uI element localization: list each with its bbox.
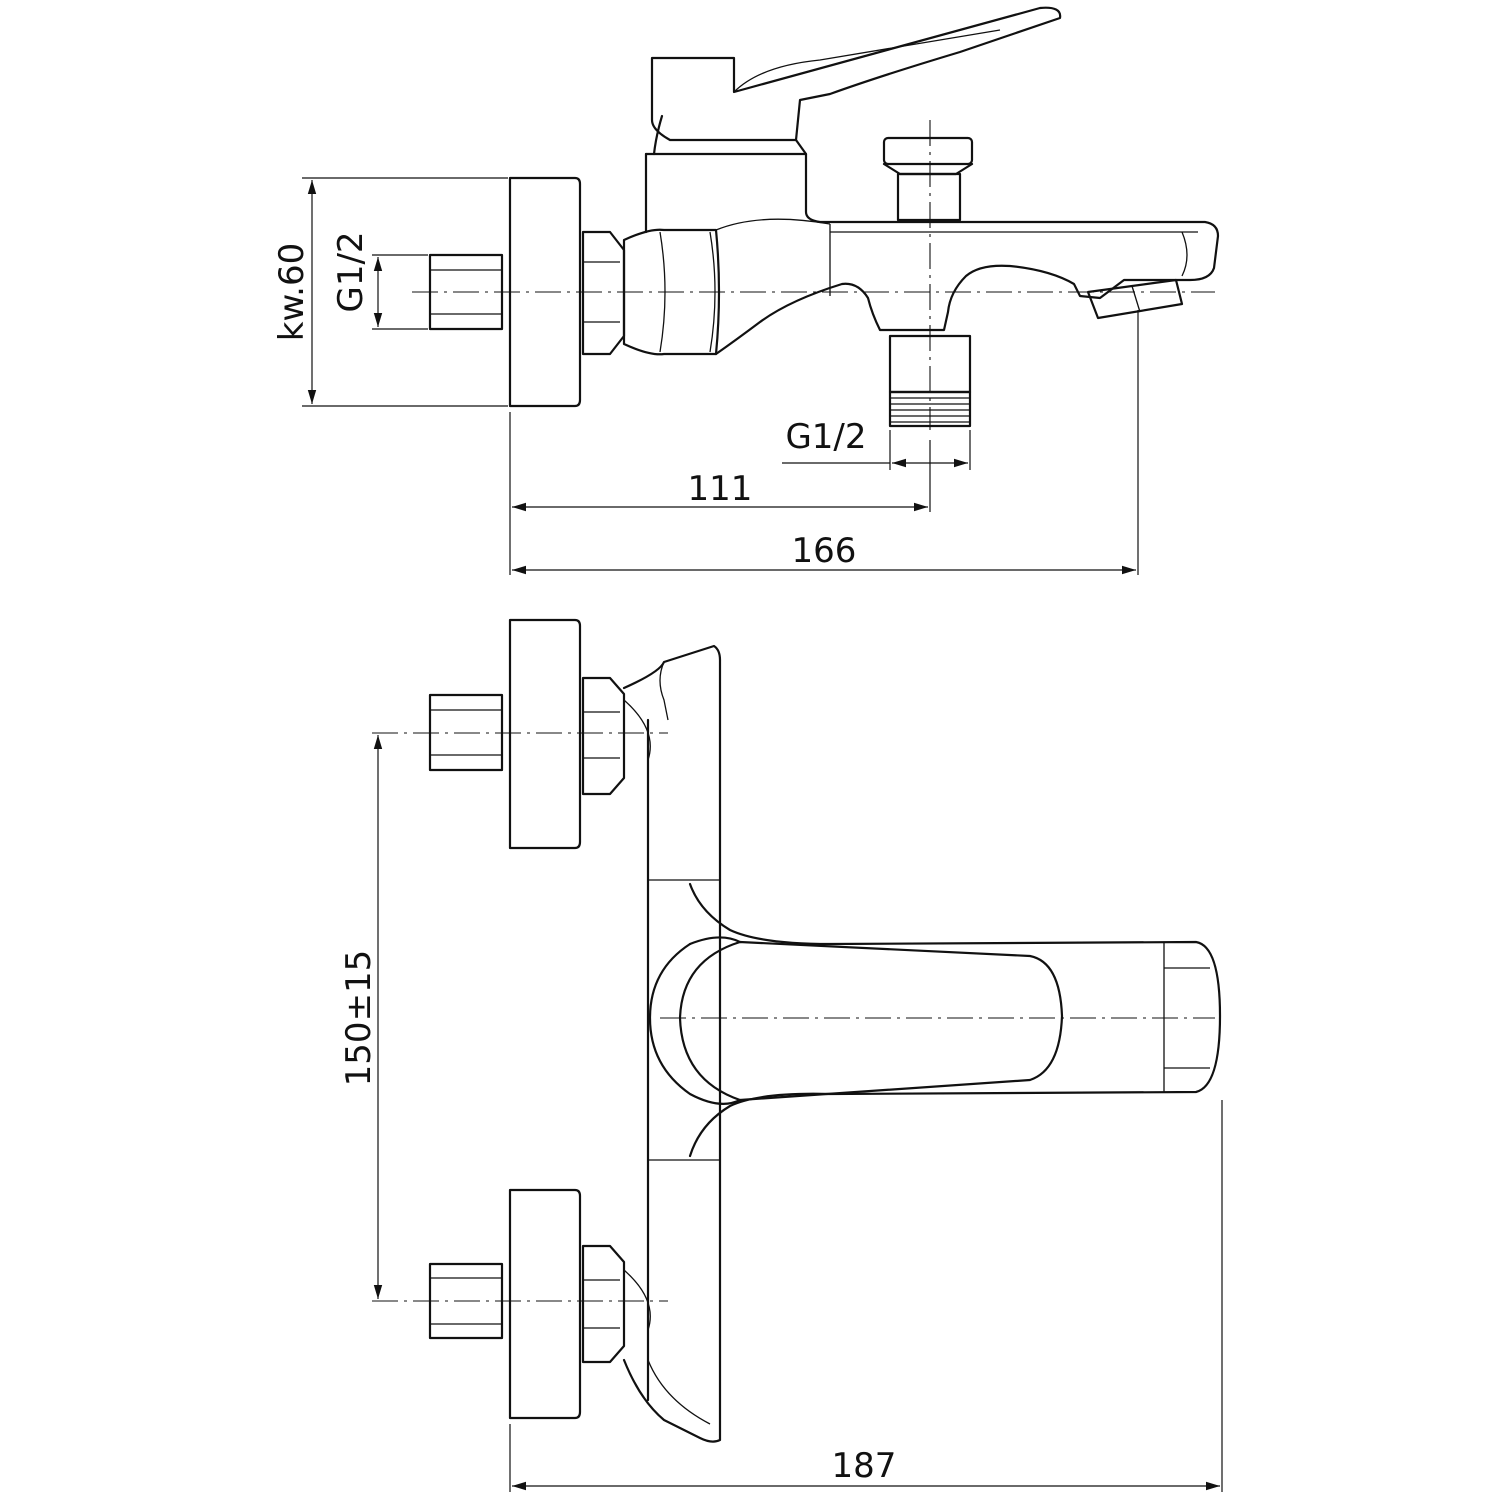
handle-lever-front — [648, 882, 1222, 1158]
dimensions: kw.60 G1/2 G1/2 111 166 150±15 187 — [272, 177, 1223, 1492]
wall-flange — [508, 176, 582, 408]
dim-inlet-thread: G1/2 — [331, 231, 371, 312]
dim-outlet-offset: 111 — [688, 469, 753, 509]
hex-nut-upper — [581, 676, 626, 796]
diverter-knob — [882, 136, 974, 222]
dim-outlet-thread: G1/2 — [785, 417, 866, 457]
wall-flange-upper — [508, 618, 582, 850]
wall-flange-lower — [508, 1188, 582, 1420]
dim-spout-depth: 166 — [792, 531, 857, 571]
dim-overall-depth: 187 — [832, 1446, 897, 1486]
mixer-body-front — [622, 644, 722, 1443]
spout-aerator — [1086, 278, 1184, 320]
handle-lever — [650, 6, 1062, 156]
dim-wrench-size: kw.60 — [272, 243, 312, 341]
mixer-body — [644, 152, 1220, 356]
dim-inlet-spacing: 150±15 — [339, 950, 379, 1087]
hex-nut — [581, 230, 626, 356]
hex-nut-lower — [581, 1244, 626, 1364]
front-view — [372, 618, 1222, 1443]
side-view — [412, 6, 1220, 430]
